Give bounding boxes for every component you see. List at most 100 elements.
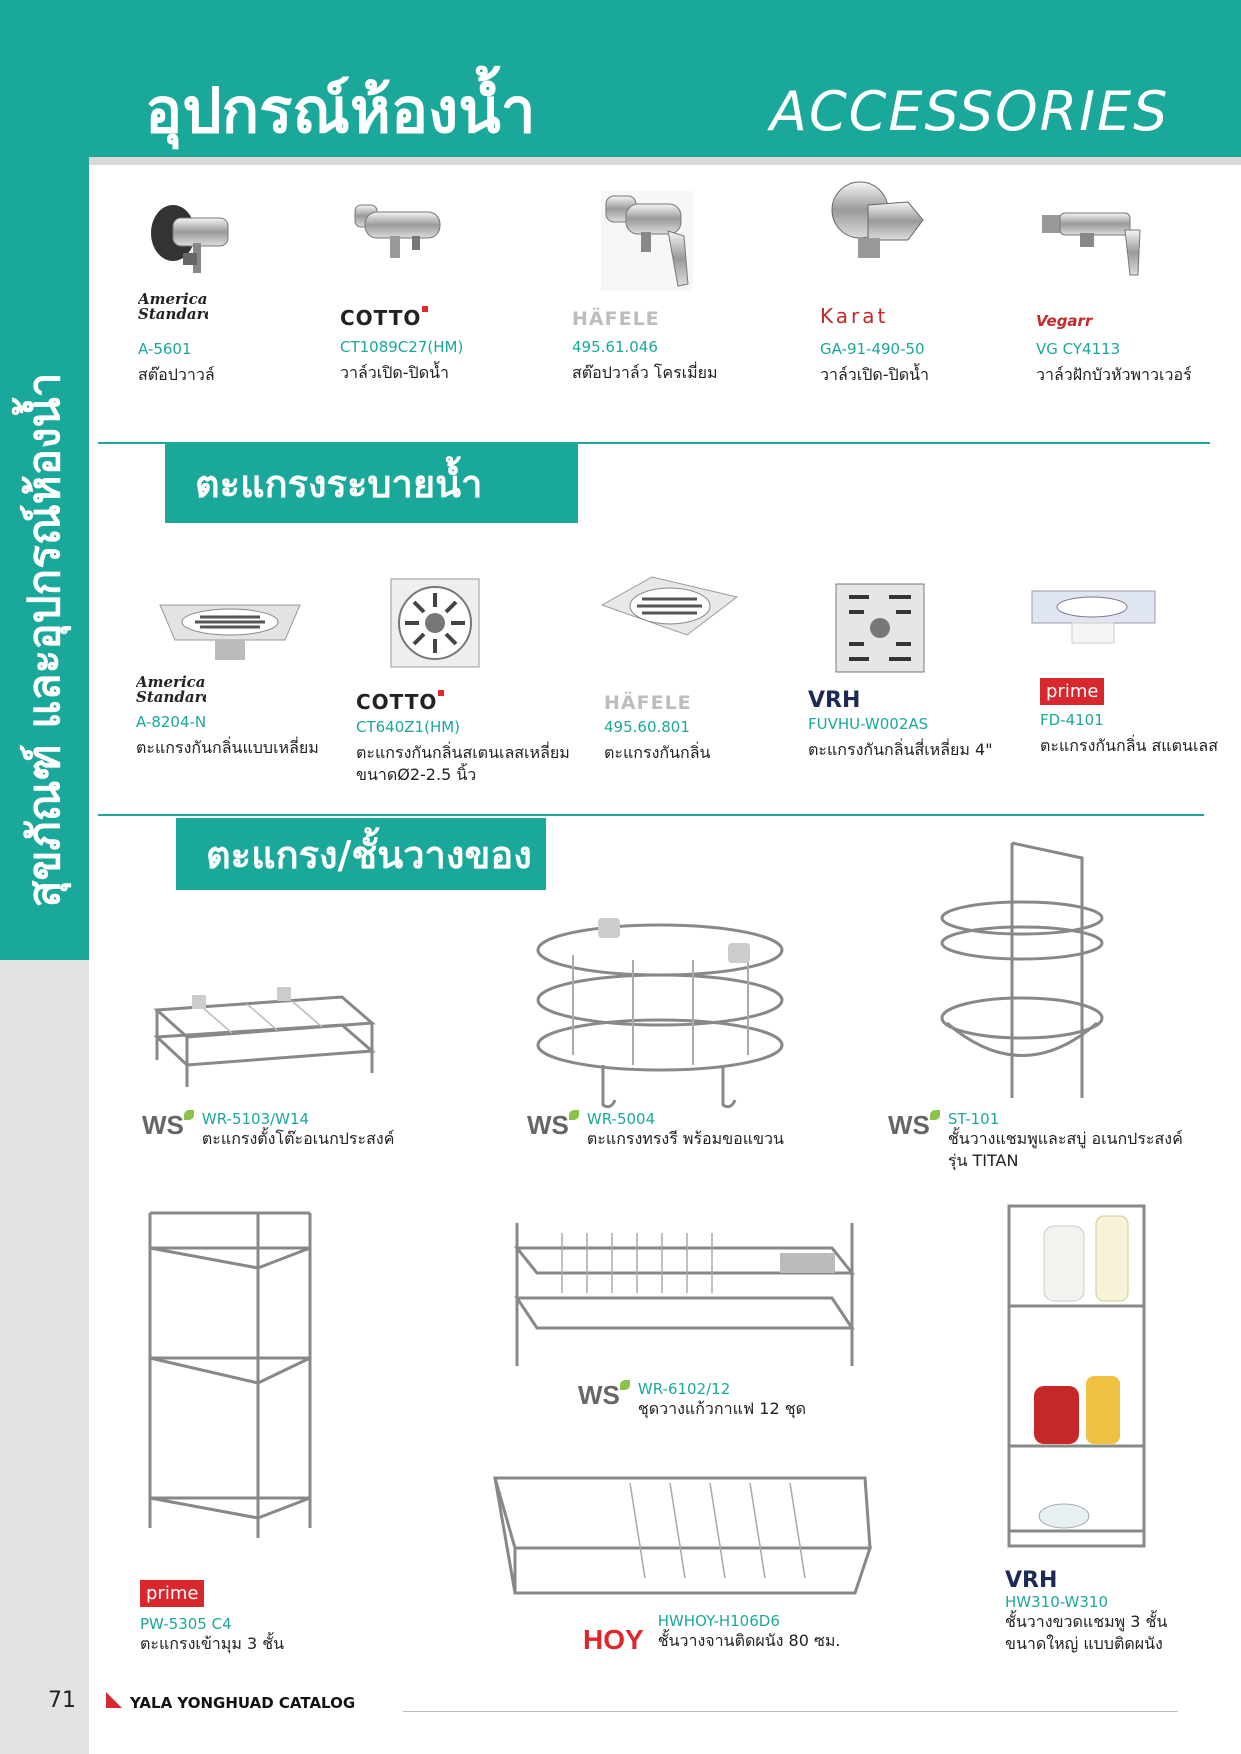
valve-image-a5601 [151, 205, 229, 273]
product-code: 495.60.801 [604, 718, 690, 736]
drain-image-fd4101 [1031, 590, 1156, 644]
product-wr-6102-12[interactable]: WS WR-6102/12 ชุดวางแก้วกาแฟ 12 ชุด [578, 1380, 806, 1420]
cotto-red-dot-icon [438, 690, 445, 696]
product-code: WR-6102/12 [637, 1380, 731, 1398]
brand-logo-ws: WS [527, 1110, 579, 1141]
product-desc: ตะแกรงกันกลิ่นสเตนเลสเหลี่ยม [356, 743, 570, 762]
rack-image-st101 [940, 841, 1104, 1098]
product-desc: ตะแกรงกันกลิ่น สแตนเลส [1040, 736, 1218, 755]
product-code: PW-5305 C4 [140, 1615, 232, 1633]
footer-divider [403, 1711, 1178, 1712]
product-desc: ชั้นวางแชมพูและสบู่ อเนกประสงค์ [947, 1129, 1183, 1148]
product-code: VG CY4113 [1036, 340, 1121, 358]
rack-image-pw5305 [148, 1211, 312, 1538]
product-desc-2: ขนาดØ2-2.5 นิ้ว [356, 764, 477, 784]
product-ct640z1[interactable]: COTTO CT640Z1(HM) ตะแกรงกันกลิ่นสเตนเลสเ… [356, 690, 570, 785]
product-desc: ตะแกรงกันกลิ่น [604, 743, 711, 762]
product-desc: ตะแกรงกันกลิ่นแบบเหลี่ยม [136, 738, 319, 757]
header-bar [89, 0, 1241, 157]
product-a5601[interactable]: American Standard A-5601 สต๊อปวาวล์ [138, 292, 215, 386]
rack-image-hwhoy-h106d6 [493, 1476, 873, 1595]
rack-image-hw310 [1007, 1204, 1146, 1548]
brand-logo-vegarr: Vegarr [1036, 312, 1093, 330]
cotto-red-dot-icon [422, 306, 429, 312]
product-desc: สต๊อปวาวล์ [138, 365, 215, 384]
brand-logo-american-standard: American Standard [138, 292, 208, 323]
product-desc: วาล์วฝักบัวหัวพาวเวอร์ [1036, 365, 1192, 384]
brand-logo-hoy: HOY [583, 1624, 644, 1655]
drain-image-ct640z1 [390, 578, 480, 668]
product-desc-2: รุ่น TITAN [947, 1150, 1019, 1170]
rack-image-wr6102 [513, 1223, 856, 1366]
product-code: WR-5004 [586, 1110, 656, 1128]
product-a8204-n[interactable]: American Standard A-8204-N ตะแกรงกันกลิ่… [136, 675, 319, 759]
product-desc: วาล์วเปิด-ปิดน้ำ [820, 365, 930, 384]
page-number: 71 [48, 1688, 76, 1713]
product-code: FUVHU-W002AS [808, 715, 929, 733]
product-hw310-w310[interactable]: VRH HW310-W310 ชั้นวางขวดแชมพู 3 ชั้น ขน… [1005, 1568, 1167, 1654]
catalog-logo-icon [106, 1692, 122, 1708]
brand-logo-ws: WS [578, 1380, 630, 1411]
brand-logo-american-standard: American Standard [136, 675, 206, 706]
product-desc: ตะแกรงทรงรี พร้อมขอแขวน [586, 1129, 784, 1148]
header-underline [89, 157, 1241, 165]
product-code: 495.61.046 [572, 338, 658, 356]
product-desc-2: ขนาดใหญ่ แบบติดผนัง [1005, 1633, 1163, 1653]
product-desc: ชุดวางแก้วกาแฟ 12 ชุด [637, 1399, 806, 1418]
product-code: CT1089C27(HM) [340, 338, 464, 356]
section-title-racks: ตะแกรง/ชั้นวางของ [176, 818, 546, 890]
product-wr-5004[interactable]: WS WR-5004 ตะแกรงทรงรี พร้อมขอแขวน [527, 1110, 784, 1150]
brand-logo-prime: prime [1040, 678, 1105, 705]
product-desc: ตะแกรงตั้งโต๊ะอเนกประสงค์ [201, 1129, 395, 1148]
product-desc: ชั้นวางขวดแชมพู 3 ชั้น [1005, 1612, 1168, 1631]
section-title-drains: ตะแกรงระบายน้ำ [165, 444, 578, 523]
leaf-icon [568, 1110, 579, 1120]
brand-logo-cotto: COTTO [356, 690, 570, 714]
side-tab-label: สุขภัณฑ์ และอุปกรณ์ห้องน้ำ [19, 372, 70, 908]
brand-logo-karat: Karat [820, 304, 889, 328]
brand-logo-vrh: VRH [808, 688, 861, 713]
brand-logo-cotto: COTTO [340, 306, 463, 330]
brand-logo-prime: prime [140, 1580, 205, 1607]
product-st-101[interactable]: WS ST-101 ชั้นวางแชมพูและสบู่ อเนกประสงค… [888, 1110, 1183, 1171]
product-desc: ชั้นวางจานติดผนัง 80 ซม. [657, 1631, 841, 1650]
product-495-60-801[interactable]: HÄFELE 495.60.801 ตะแกรงกันกลิ่น [604, 692, 710, 764]
product-desc: ตะแกรงกันกลิ่นสี่เหลี่ยม 4" [808, 740, 993, 759]
product-code: A-5601 [138, 340, 192, 358]
product-code: HW310-W310 [1005, 1593, 1109, 1611]
product-code: A-8204-N [136, 713, 207, 731]
rack-image-wr5103 [153, 987, 376, 1087]
leaf-icon [929, 1110, 940, 1120]
product-fuvhu-w002as[interactable]: VRH FUVHU-W002AS ตะแกรงกันกลิ่นสี่เหลี่ย… [808, 688, 993, 761]
valve-image-vg-cy4113 [1042, 212, 1141, 276]
product-ct1089c27[interactable]: COTTO CT1089C27(HM) วาล์วเปิด-ปิดน้ำ [340, 306, 463, 384]
product-code: FD-4101 [1040, 711, 1104, 729]
product-wr-5103-w14[interactable]: WS WR-5103/W14 ตะแกรงตั้งโต๊ะอเนกประสงค์ [142, 1110, 394, 1150]
side-tab [0, 0, 89, 960]
product-desc: สต๊อปวาล์ว โครเมี่ยม [572, 363, 718, 382]
product-code: CT640Z1(HM) [356, 718, 461, 736]
product-code: HWHOY-H106D6 [657, 1612, 780, 1630]
valve-image-ct1089 [354, 204, 441, 258]
brand-logo-hafele: HÄFELE [604, 692, 692, 714]
leaf-icon [183, 1110, 194, 1120]
page-title-en: ACCESSORIES [770, 80, 1170, 143]
section-divider [98, 814, 1204, 816]
leaf-icon [619, 1380, 630, 1390]
catalog-name: YALA YONGHUAD CATALOG [130, 1694, 356, 1712]
brand-logo-hafele: HÄFELE [572, 308, 660, 330]
valve-image-ga-91 [831, 181, 924, 258]
product-code: GA-91-490-50 [820, 340, 925, 358]
product-495-61-046[interactable]: HÄFELE 495.61.046 สต๊อปวาล์ว โครเมี่ยม [572, 308, 718, 384]
product-vg-cy4113[interactable]: Vegarr VG CY4113 วาล์วฝักบัวหัวพาวเวอร์ [1036, 312, 1192, 386]
product-fd-4101[interactable]: prime FD-4101 ตะแกรงกันกลิ่น สแตนเลส [1040, 678, 1218, 757]
product-hwhoy-h106d6[interactable]: HOY HWHOY-H106D6 ชั้นวางจานติดผนัง 80 ซม… [583, 1612, 841, 1656]
product-desc: ตะแกรงเข้ามุม 3 ชั้น [140, 1634, 285, 1653]
product-ga-91-490-50[interactable]: Karat GA-91-490-50 วาล์วเปิด-ปิดน้ำ [820, 304, 929, 386]
side-tab-lower [0, 960, 89, 1754]
product-code: ST-101 [947, 1110, 1000, 1128]
product-pw-5305-c4[interactable]: prime PW-5305 C4 ตะแกรงเข้ามุม 3 ชั้น [140, 1580, 284, 1655]
page-title-th: อุปกรณ์ห้องน้ำ [145, 74, 536, 147]
product-code: WR-5103/W14 [201, 1110, 310, 1128]
drain-image-a8204 [159, 604, 301, 660]
